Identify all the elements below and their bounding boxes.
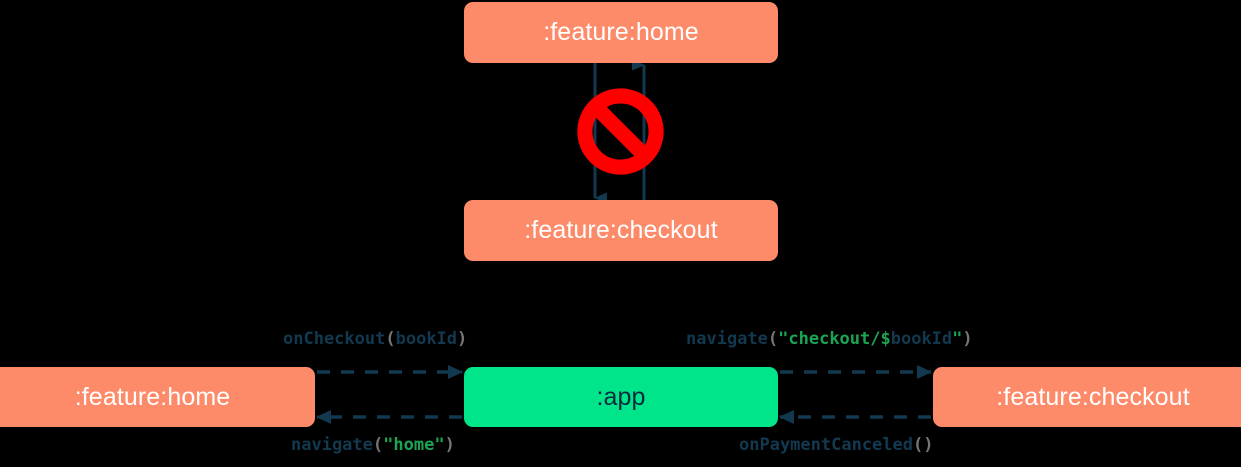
code-token-punctuation: ( <box>385 329 396 349</box>
node-feature-home-bottom[interactable]: :feature:home <box>0 367 315 427</box>
code-token-string: "checkout/$ <box>778 329 891 349</box>
node-label: :feature:home <box>543 18 699 46</box>
node-label: :app <box>596 382 646 411</box>
code-token-punctuation: () <box>913 435 934 455</box>
code-token-function: navigate <box>291 435 373 455</box>
code-token-punctuation: ( <box>372 435 384 455</box>
code-token-function: onPaymentCanceled <box>739 435 913 455</box>
node-feature-home-top[interactable]: :feature:home <box>464 2 778 63</box>
node-feature-checkout-bottom[interactable]: :feature:checkout <box>933 367 1241 427</box>
forbidden-icon <box>577 88 664 175</box>
node-label: :feature:checkout <box>996 382 1190 411</box>
code-token-function: navigate <box>686 329 768 349</box>
code-token-argument: bookId <box>890 329 953 349</box>
code-token-string: " <box>952 329 963 349</box>
code-token-punctuation: ( <box>767 329 779 349</box>
edge-label-on-payment-canceled: onPaymentCanceled() <box>739 437 933 454</box>
code-token-punctuation: ) <box>962 329 973 349</box>
node-app[interactable]: :app <box>464 367 778 427</box>
code-token-punctuation: ) <box>444 435 455 455</box>
code-token-punctuation: ) <box>457 329 468 349</box>
node-feature-checkout-top[interactable]: :feature:checkout <box>464 200 778 261</box>
code-token-function: onCheckout <box>283 329 386 349</box>
edge-label-navigate-checkout: navigate("checkout/$bookId") <box>686 331 973 348</box>
edge-label-on-checkout: onCheckout(bookId) <box>283 331 467 348</box>
code-token-string: "home" <box>383 435 445 455</box>
code-token-argument: bookId <box>395 329 458 349</box>
node-label: :feature:home <box>74 382 231 411</box>
node-label: :feature:checkout <box>524 216 718 244</box>
edge-label-navigate-home: navigate("home") <box>291 437 455 454</box>
